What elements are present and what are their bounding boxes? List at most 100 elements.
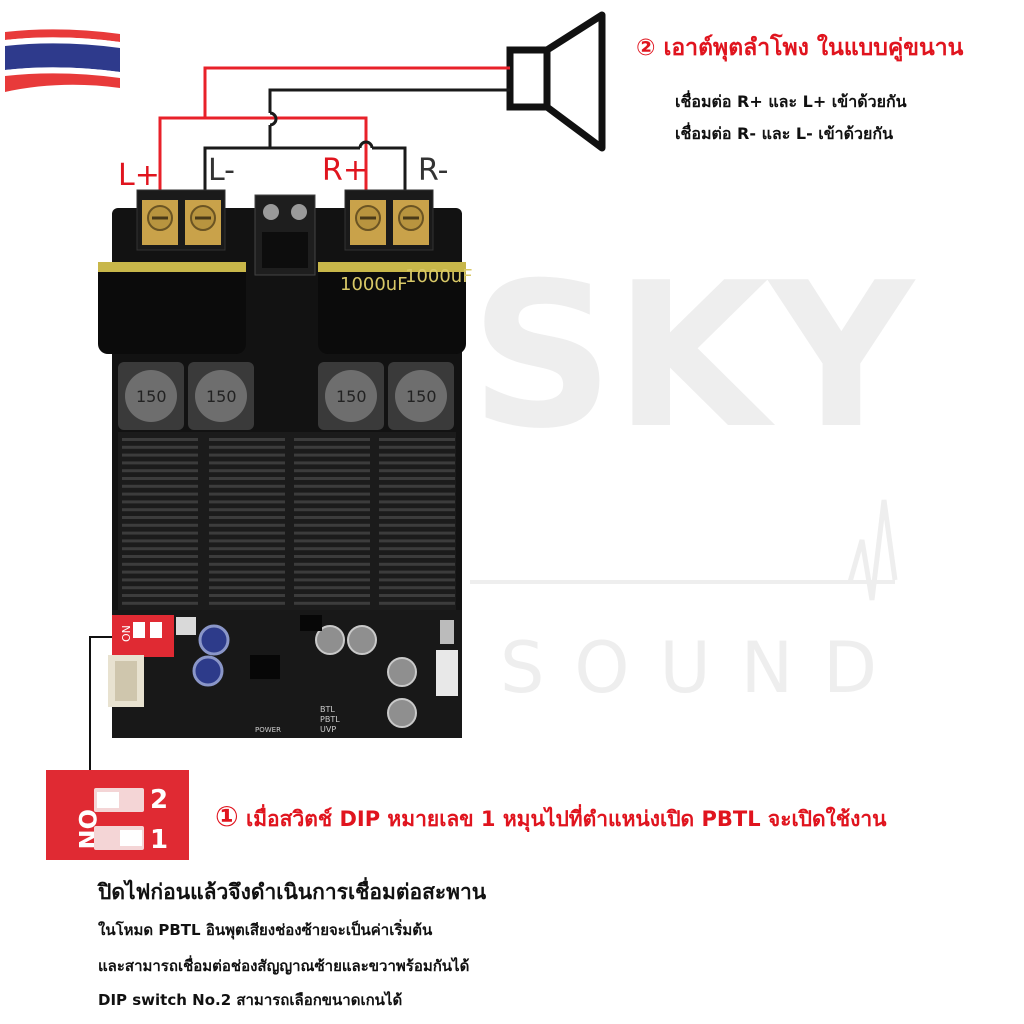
heatsink-fin [379,547,455,551]
heatsink-fin [294,438,370,441]
heatsink-fin [379,469,455,473]
terminal-label-l-plus: L+ [118,158,160,193]
output-callout-text: เอาต์พุตลำโพง ในแบบคู่ขนาน [663,35,964,61]
dip-callout-line [89,636,112,770]
heatsink-fin [209,523,285,527]
heatsink-fin [122,594,198,597]
heatsink-fin [122,555,198,558]
heatsink-fin [379,555,455,558]
heatsink-fin [294,469,370,473]
board-mark-btl: BTL [320,705,335,714]
heatsink [118,432,456,610]
output-note-line1: เชื่อมต่อ R+ และ L+ เข้าด้วยกัน [675,92,907,111]
terminal-block-right [344,189,434,251]
heatsink-fin [209,562,285,566]
heatsink-fin [122,578,198,582]
notes-heading: ปิดไฟก่อนแล้วจึงดำเนินการเชื่อมต่อสะพาน [98,880,487,904]
heatsink-fin [379,594,455,597]
heatsink-fin [122,469,198,473]
heatsink-fin [294,594,370,597]
heatsink-fin [294,484,370,488]
heatsink-fin [209,492,285,496]
notes-line1: ในโหมด PBTL อินพุตเสียงช่องซ้ายจะเป็นค่า… [98,921,433,939]
heatsink-fin [294,492,370,496]
power-terminal [254,194,316,276]
capacitor-label: 1000uF [340,274,408,295]
heatsink-fin [122,508,198,512]
heatsink-fin [294,570,370,574]
heatsink-fin [209,601,285,605]
terminal-block-left [136,189,226,251]
heatsink-fin [294,477,370,480]
heatsink-fin [122,484,198,488]
heatsink-fin [294,586,370,590]
terminal-label-r-plus: R+ [322,153,368,188]
control-section: ON BTL PBTL UVP POWER [108,615,458,734]
heatsink-fin [294,539,370,543]
heatsink-fin [379,461,455,465]
heatsink-fin [379,453,455,457]
heatsink-fin [122,601,198,605]
heatsink-fin [122,461,198,465]
heatsink-fin [122,445,198,449]
speaker-wires [158,66,510,210]
heatsink-fin [294,453,370,457]
heatsink-fin [379,500,455,504]
heatsink-fin [209,445,285,449]
heatsink-fin [294,508,370,512]
heatsink-fin [379,492,455,496]
heatsink-fin [294,578,370,582]
heatsink-base [118,432,456,610]
speaker-icon [506,11,606,152]
heatsink-fin [209,469,285,473]
heatsink-fin [379,586,455,590]
heatsink-fin [379,539,455,543]
dip-callout-number: ① [215,800,239,833]
heatsink-fin [209,477,285,480]
heatsink-fin [379,484,455,488]
watermark: SKY SOUND [470,240,916,709]
notes-line2: และสามารถเชื่อมต่อช่องสัญญาณซ้ายและขวาพร… [98,957,470,975]
dip-switch-1-label: 1 [150,825,168,855]
heatsink-fin [294,516,370,519]
heatsink-fin [379,477,455,480]
dark-wire-r [372,146,407,210]
heatsink-fin [294,523,370,527]
terminal-label-r-minus: R- [418,153,448,188]
heatsink-fin [209,508,285,512]
dip-callout: ① เมื่อสวิตช์ DIP หมายเลข 1 หมุนไปที่ตำแ… [215,800,887,836]
heatsink-fin [294,531,370,535]
heatsink-fin [379,570,455,574]
heatsink-fin [379,601,455,605]
heatsink-fin [379,508,455,512]
heatsink-fin [209,516,285,519]
capacitor-label: 1000uF [405,266,473,287]
heatsink-fin [122,539,198,543]
heatsink-fin [209,484,285,488]
heatsink-fin [209,547,285,551]
inductor-row: 150 150 150 150 [118,362,454,430]
heatsink-fin [209,539,285,543]
amplifier-board: 1000uF 1000uF 150 150 150 150 ON [98,189,473,738]
output-callout-number: ② [636,35,656,61]
heatsink-fin [294,601,370,605]
heatsink-fin [122,586,198,590]
heatsink-fin [209,594,285,597]
heatsink-fin [209,531,285,535]
board-dip-on: ON [120,625,133,642]
heatsink-fin [294,562,370,566]
watermark-brand: SKY [470,240,916,473]
heatsink-fin [122,453,198,457]
heatsink-fin [209,438,285,441]
dip-callout-text: เมื่อสวิตช์ DIP หมายเลข 1 หมุนไปที่ตำแหน… [246,807,887,831]
heatsink-fin [209,570,285,574]
inductor-label: 150 [406,387,437,406]
red-wire-r [205,116,368,206]
board-mark-pbtl: PBTL [320,715,340,724]
dip-switch-closeup: ON 2 1 [46,770,189,860]
dip-switch-2-label: 2 [150,785,168,815]
heatsink-fin [122,547,198,551]
heatsink-fin [379,523,455,527]
notes-line3: DIP switch No.2 สามารถเลือกขนาดเกนได้ [98,991,403,1009]
heatsink-fin [122,438,198,441]
